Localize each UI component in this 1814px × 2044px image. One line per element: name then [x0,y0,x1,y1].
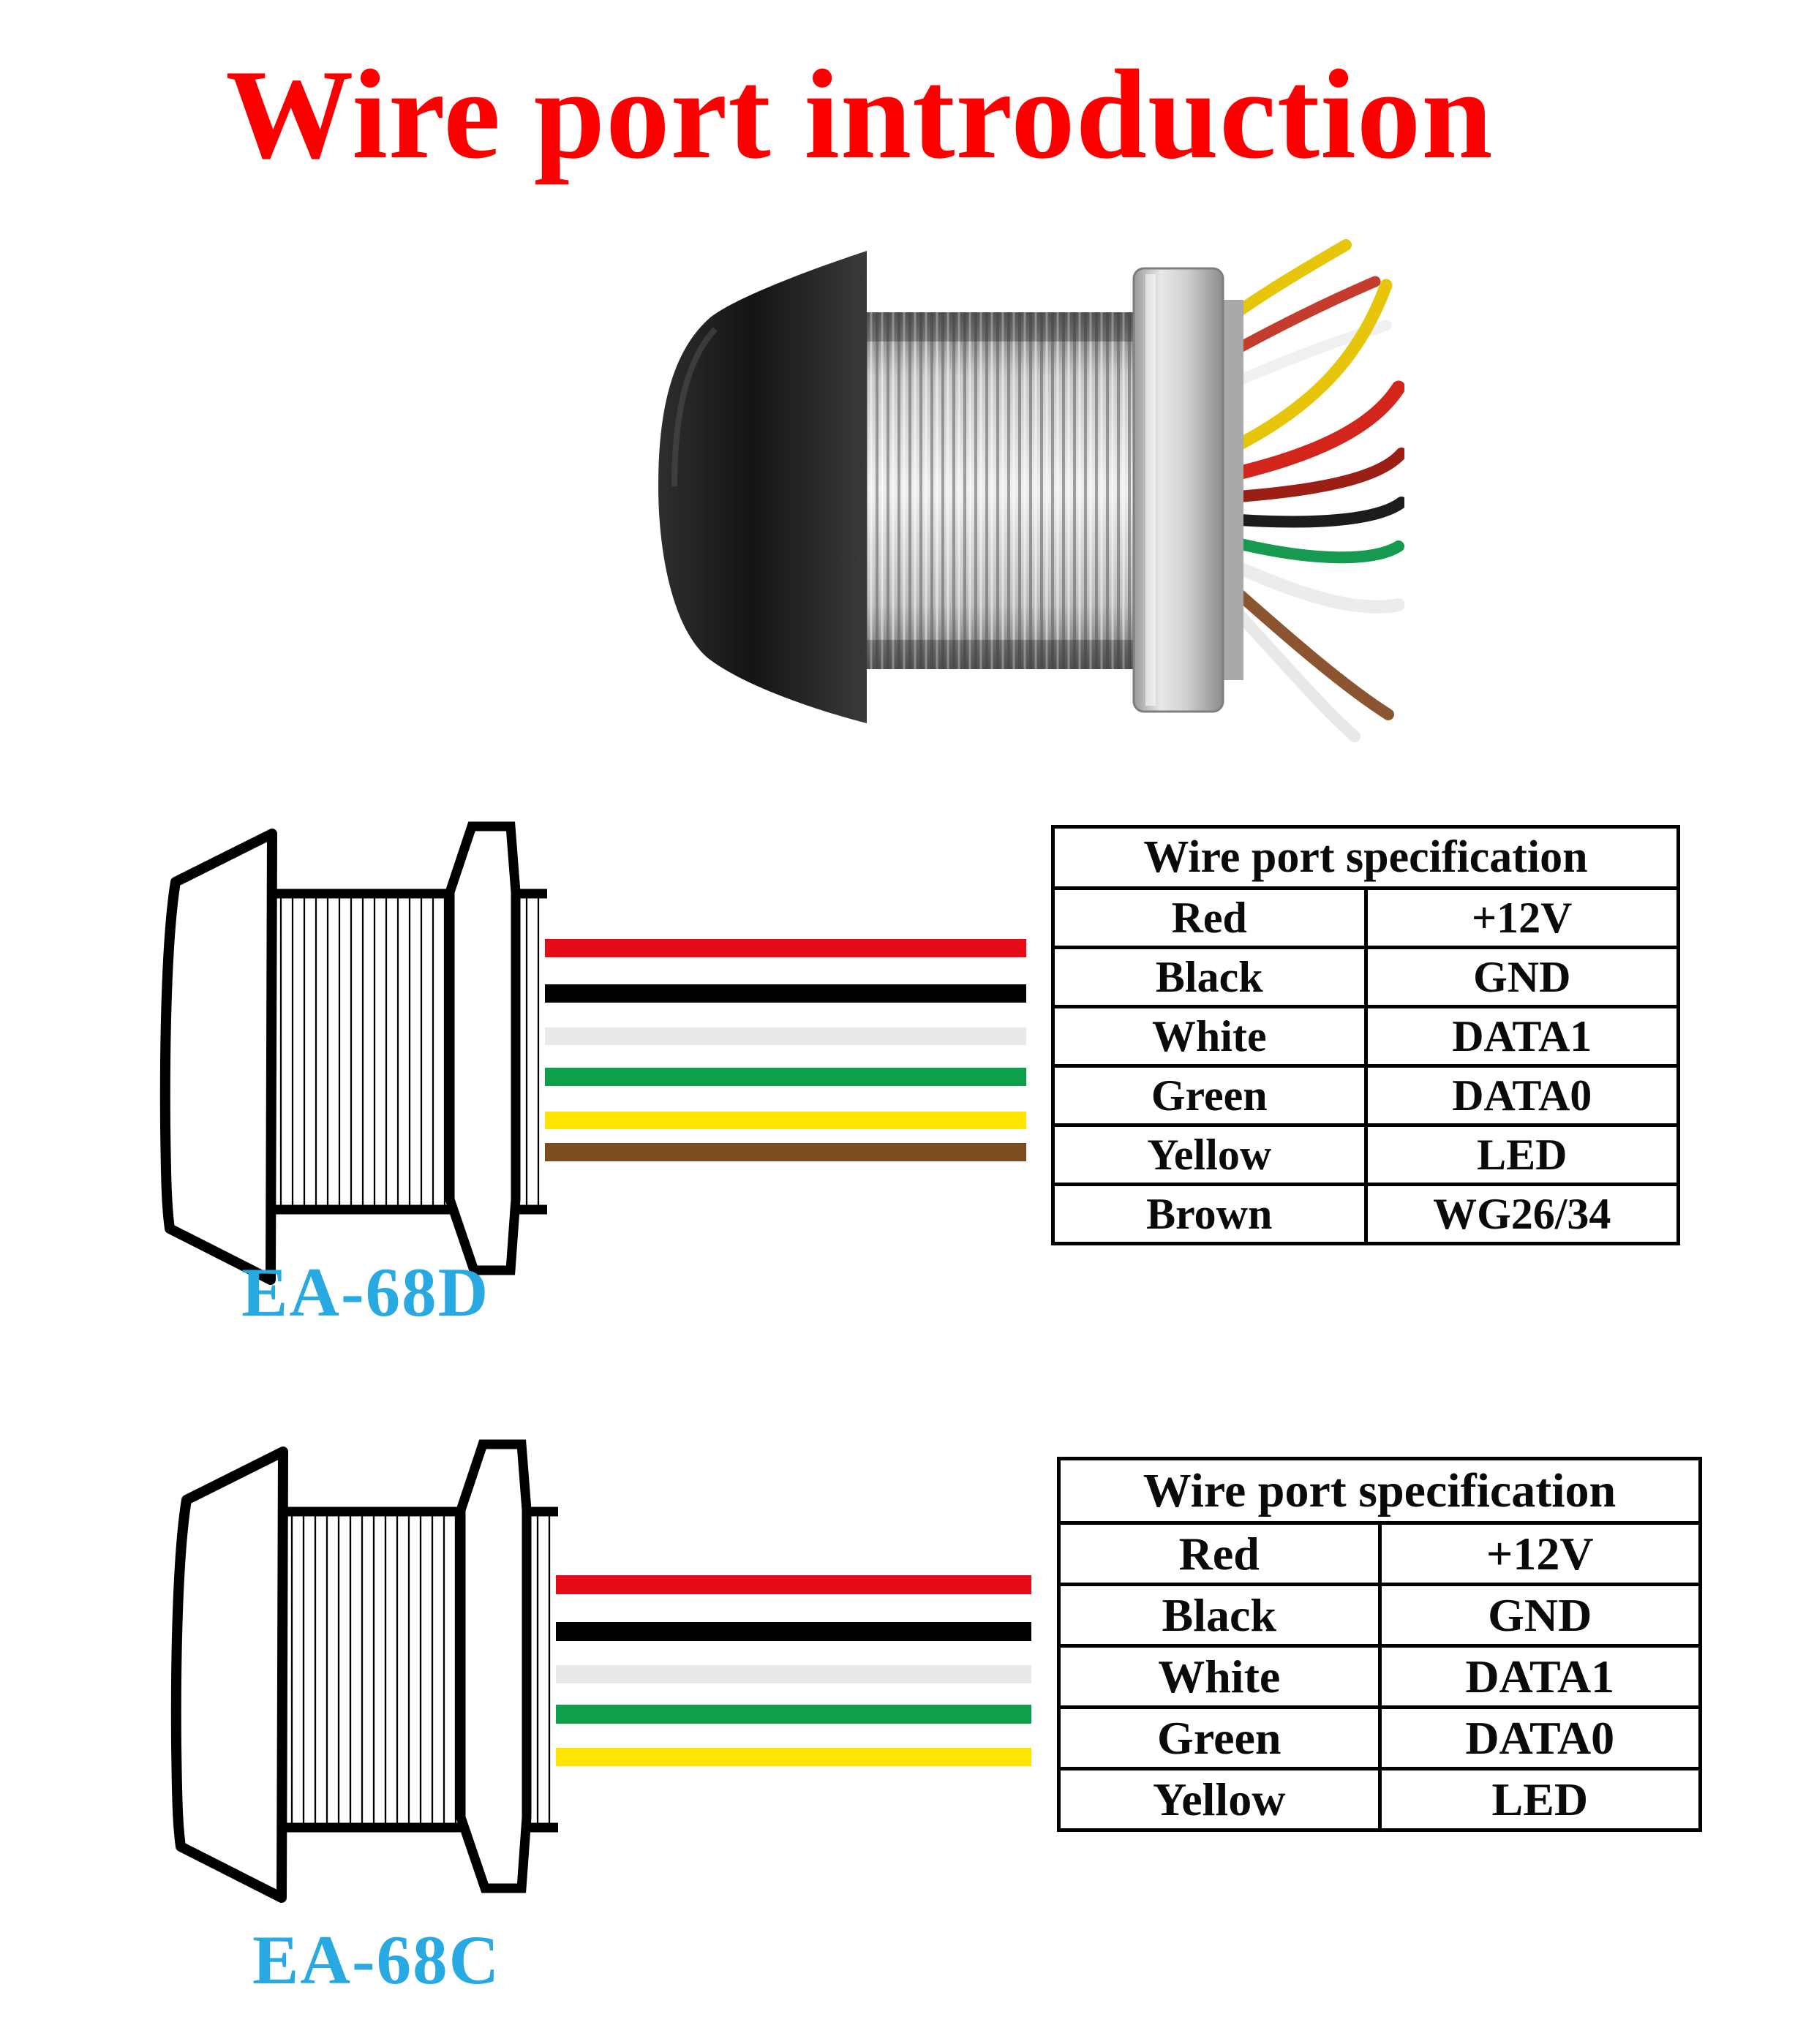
table-row: White DATA1 [1051,1005,1680,1068]
device-nut [445,821,521,1275]
cell-color: White [1051,1005,1368,1068]
device-drawing-ea68d [159,821,547,1285]
cell-function: DATA1 [1363,1005,1680,1068]
wire-black [545,984,1026,1003]
model-label-ea68c: EA-68C [252,1921,501,1999]
photo-threaded-barrel [848,312,1141,669]
cell-color: Black [1051,946,1368,1008]
cell-color: Green [1057,1705,1382,1770]
cell-color: Red [1057,1521,1382,1586]
table-row: Brown WG26/34 [1051,1183,1680,1245]
cell-function: WG26/34 [1363,1183,1680,1245]
model-label-ea68d: EA-68D [241,1253,490,1331]
cell-function: +12V [1377,1521,1702,1586]
cell-color: Black [1057,1583,1382,1648]
table-header: Wire port specification [1051,825,1680,890]
table-row: Black GND [1057,1583,1702,1648]
cell-function: GND [1363,946,1680,1008]
device-bezel [159,829,277,1285]
device-nut [456,1439,532,1893]
wire-yellow [556,1748,1031,1766]
table-row: Red +12V [1051,886,1680,949]
product-photo [658,239,1404,742]
table-header: Wire port specification [1057,1457,1702,1525]
cell-color: Red [1051,886,1368,949]
cell-function: GND [1377,1583,1702,1648]
wire-brown [545,1143,1026,1161]
table-row: Yellow LED [1051,1123,1680,1186]
table-row: Green DATA0 [1051,1064,1680,1127]
table-row: Red +12V [1057,1521,1702,1586]
cell-function: LED [1377,1767,1702,1832]
wire-spec-table-ea68c: Wire port specification Red +12V Black G… [1057,1457,1702,1832]
wire-yellow [545,1112,1026,1129]
wire-black [556,1622,1031,1641]
wire-green [556,1705,1031,1724]
page-title: Wire port introduction [225,43,1494,185]
cell-function: LED [1363,1123,1680,1186]
table-row: Black GND [1051,946,1680,1008]
table-row: Green DATA0 [1057,1705,1702,1770]
table-row: Yellow LED [1057,1767,1702,1832]
cell-function: DATA0 [1377,1705,1702,1770]
cell-color: Green [1051,1064,1368,1127]
cell-function: +12V [1363,886,1680,949]
device-drawing-ea68c [170,1439,558,1903]
cell-color: Yellow [1051,1123,1368,1186]
wire-white [545,1027,1026,1045]
wire-red [556,1575,1031,1594]
photo-flange [1132,267,1243,713]
photo-bezel [658,251,867,723]
cell-color: Yellow [1057,1767,1382,1832]
cell-function: DATA0 [1363,1064,1680,1127]
cell-color: Brown [1051,1183,1368,1245]
wire-spec-table-ea68d: Wire port specification Red +12V Black G… [1051,825,1680,1245]
wire-red [545,939,1026,957]
wire-white [556,1665,1031,1683]
cell-function: DATA1 [1377,1644,1702,1709]
device-bezel [170,1447,288,1903]
table-row: White DATA1 [1057,1644,1702,1709]
cell-color: White [1057,1644,1382,1709]
wire-green [545,1068,1026,1086]
